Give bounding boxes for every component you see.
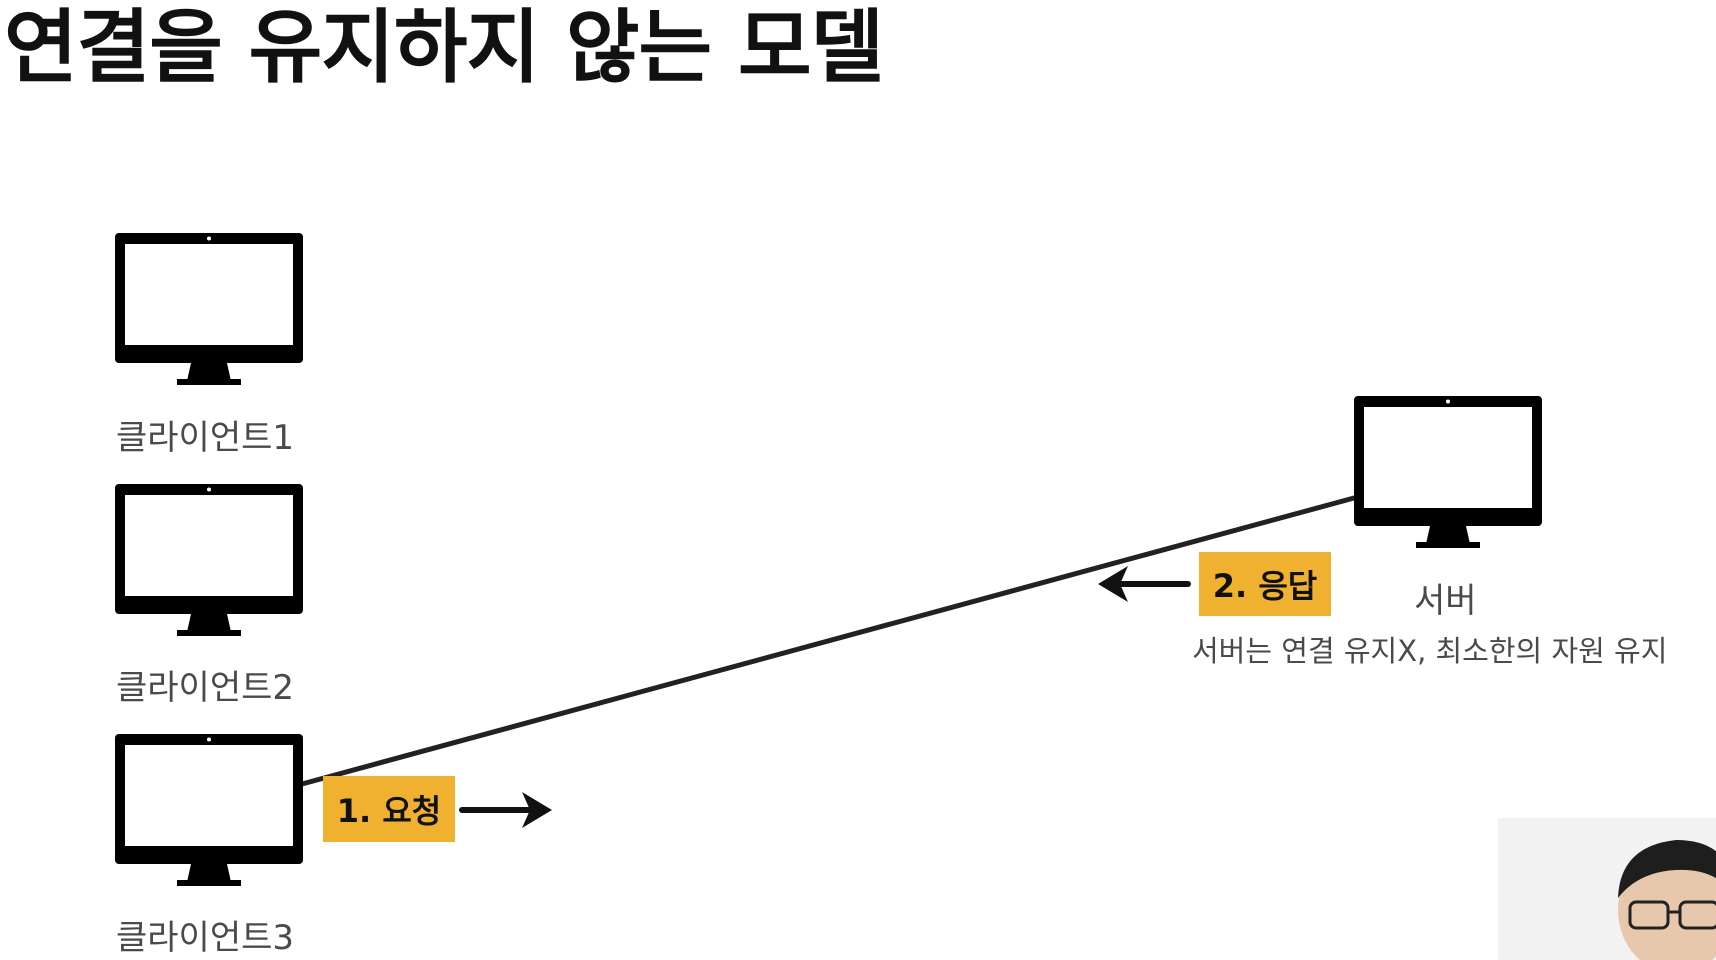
response-arrow-icon [1098,566,1188,602]
request-arrow-icon [462,792,552,828]
response-step-label: 2. 응답 [1213,561,1317,607]
server-label: 서버 [1414,573,1477,622]
presenter-webcam-video [1498,818,1716,960]
request-step-label: 1. 요청 [337,786,441,832]
server-monitor-icon [1354,396,1542,548]
client2-monitor-icon [115,484,303,636]
server-caption: 서버는 연결 유지X, 최소한의 자원 유지 [1192,628,1667,670]
client3-label: 클라이언트3 [116,910,294,959]
response-step-badge: 2. 응답 [1199,552,1331,616]
client3-monitor-icon [115,734,303,886]
client2-label: 클라이언트2 [116,660,294,709]
client1-label: 클라이언트1 [116,410,294,459]
client1-monitor-icon [115,233,303,385]
request-step-badge: 1. 요청 [323,776,455,842]
